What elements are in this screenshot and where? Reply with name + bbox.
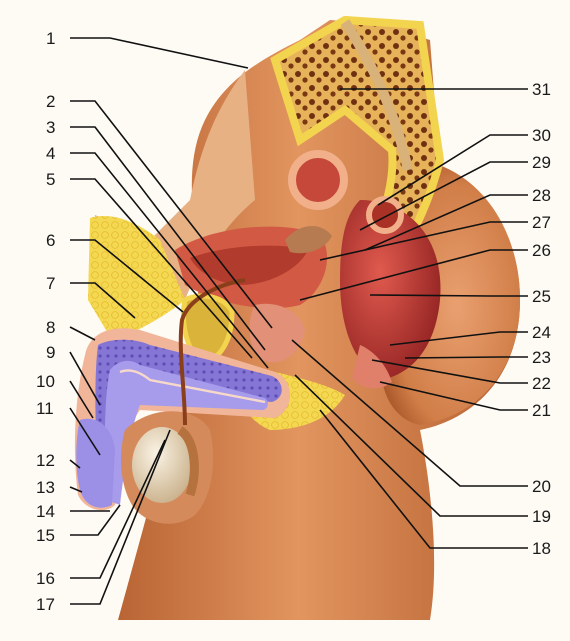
label-30: 30	[532, 126, 551, 145]
label-3: 3	[46, 118, 55, 137]
colon-loop	[369, 199, 401, 231]
label-14: 14	[36, 502, 55, 521]
leader-8	[70, 327, 95, 340]
label-28: 28	[532, 186, 551, 205]
label-8: 8	[46, 318, 55, 337]
label-27: 27	[532, 213, 551, 232]
label-22: 22	[532, 374, 551, 393]
label-10: 10	[36, 372, 55, 391]
label-21: 21	[532, 401, 551, 420]
label-19: 19	[532, 507, 551, 526]
label-6: 6	[46, 231, 55, 250]
label-5: 5	[46, 170, 55, 189]
label-25: 25	[532, 287, 551, 306]
leader-15	[70, 505, 120, 535]
leader-23	[405, 357, 528, 358]
glans	[76, 419, 115, 508]
label-29: 29	[532, 153, 551, 172]
label-11: 11	[36, 399, 54, 418]
label-31: 31	[532, 80, 551, 99]
label-20: 20	[532, 477, 551, 496]
label-7: 7	[46, 274, 55, 293]
labels-right: 31 30 29 28 27 26 25 24 23 22 21 20 19 1…	[532, 80, 551, 558]
leader-1	[70, 38, 248, 68]
label-1: 1	[46, 29, 55, 48]
label-18: 18	[532, 539, 551, 558]
label-23: 23	[532, 348, 551, 367]
label-24: 24	[532, 323, 551, 342]
label-17: 17	[36, 595, 55, 614]
label-9: 9	[46, 343, 55, 362]
label-15: 15	[36, 526, 55, 545]
label-4: 4	[46, 144, 55, 163]
label-2: 2	[46, 92, 55, 111]
label-12: 12	[36, 451, 55, 470]
label-13: 13	[36, 478, 55, 497]
label-26: 26	[532, 241, 551, 260]
sigmoid-colon	[292, 154, 344, 206]
label-16: 16	[36, 569, 55, 588]
labels-left: 1 2 3 4 5 6 7 8 9 10 11 12 13 14 15 16 1…	[36, 29, 55, 614]
